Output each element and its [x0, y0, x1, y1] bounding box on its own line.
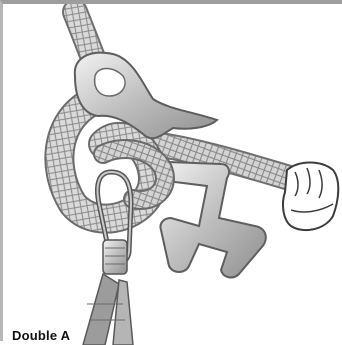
belay-plate — [75, 53, 217, 139]
belay-device-illustration — [3, 4, 342, 345]
hand-icon — [283, 163, 338, 231]
carabiner-gate — [103, 240, 127, 274]
